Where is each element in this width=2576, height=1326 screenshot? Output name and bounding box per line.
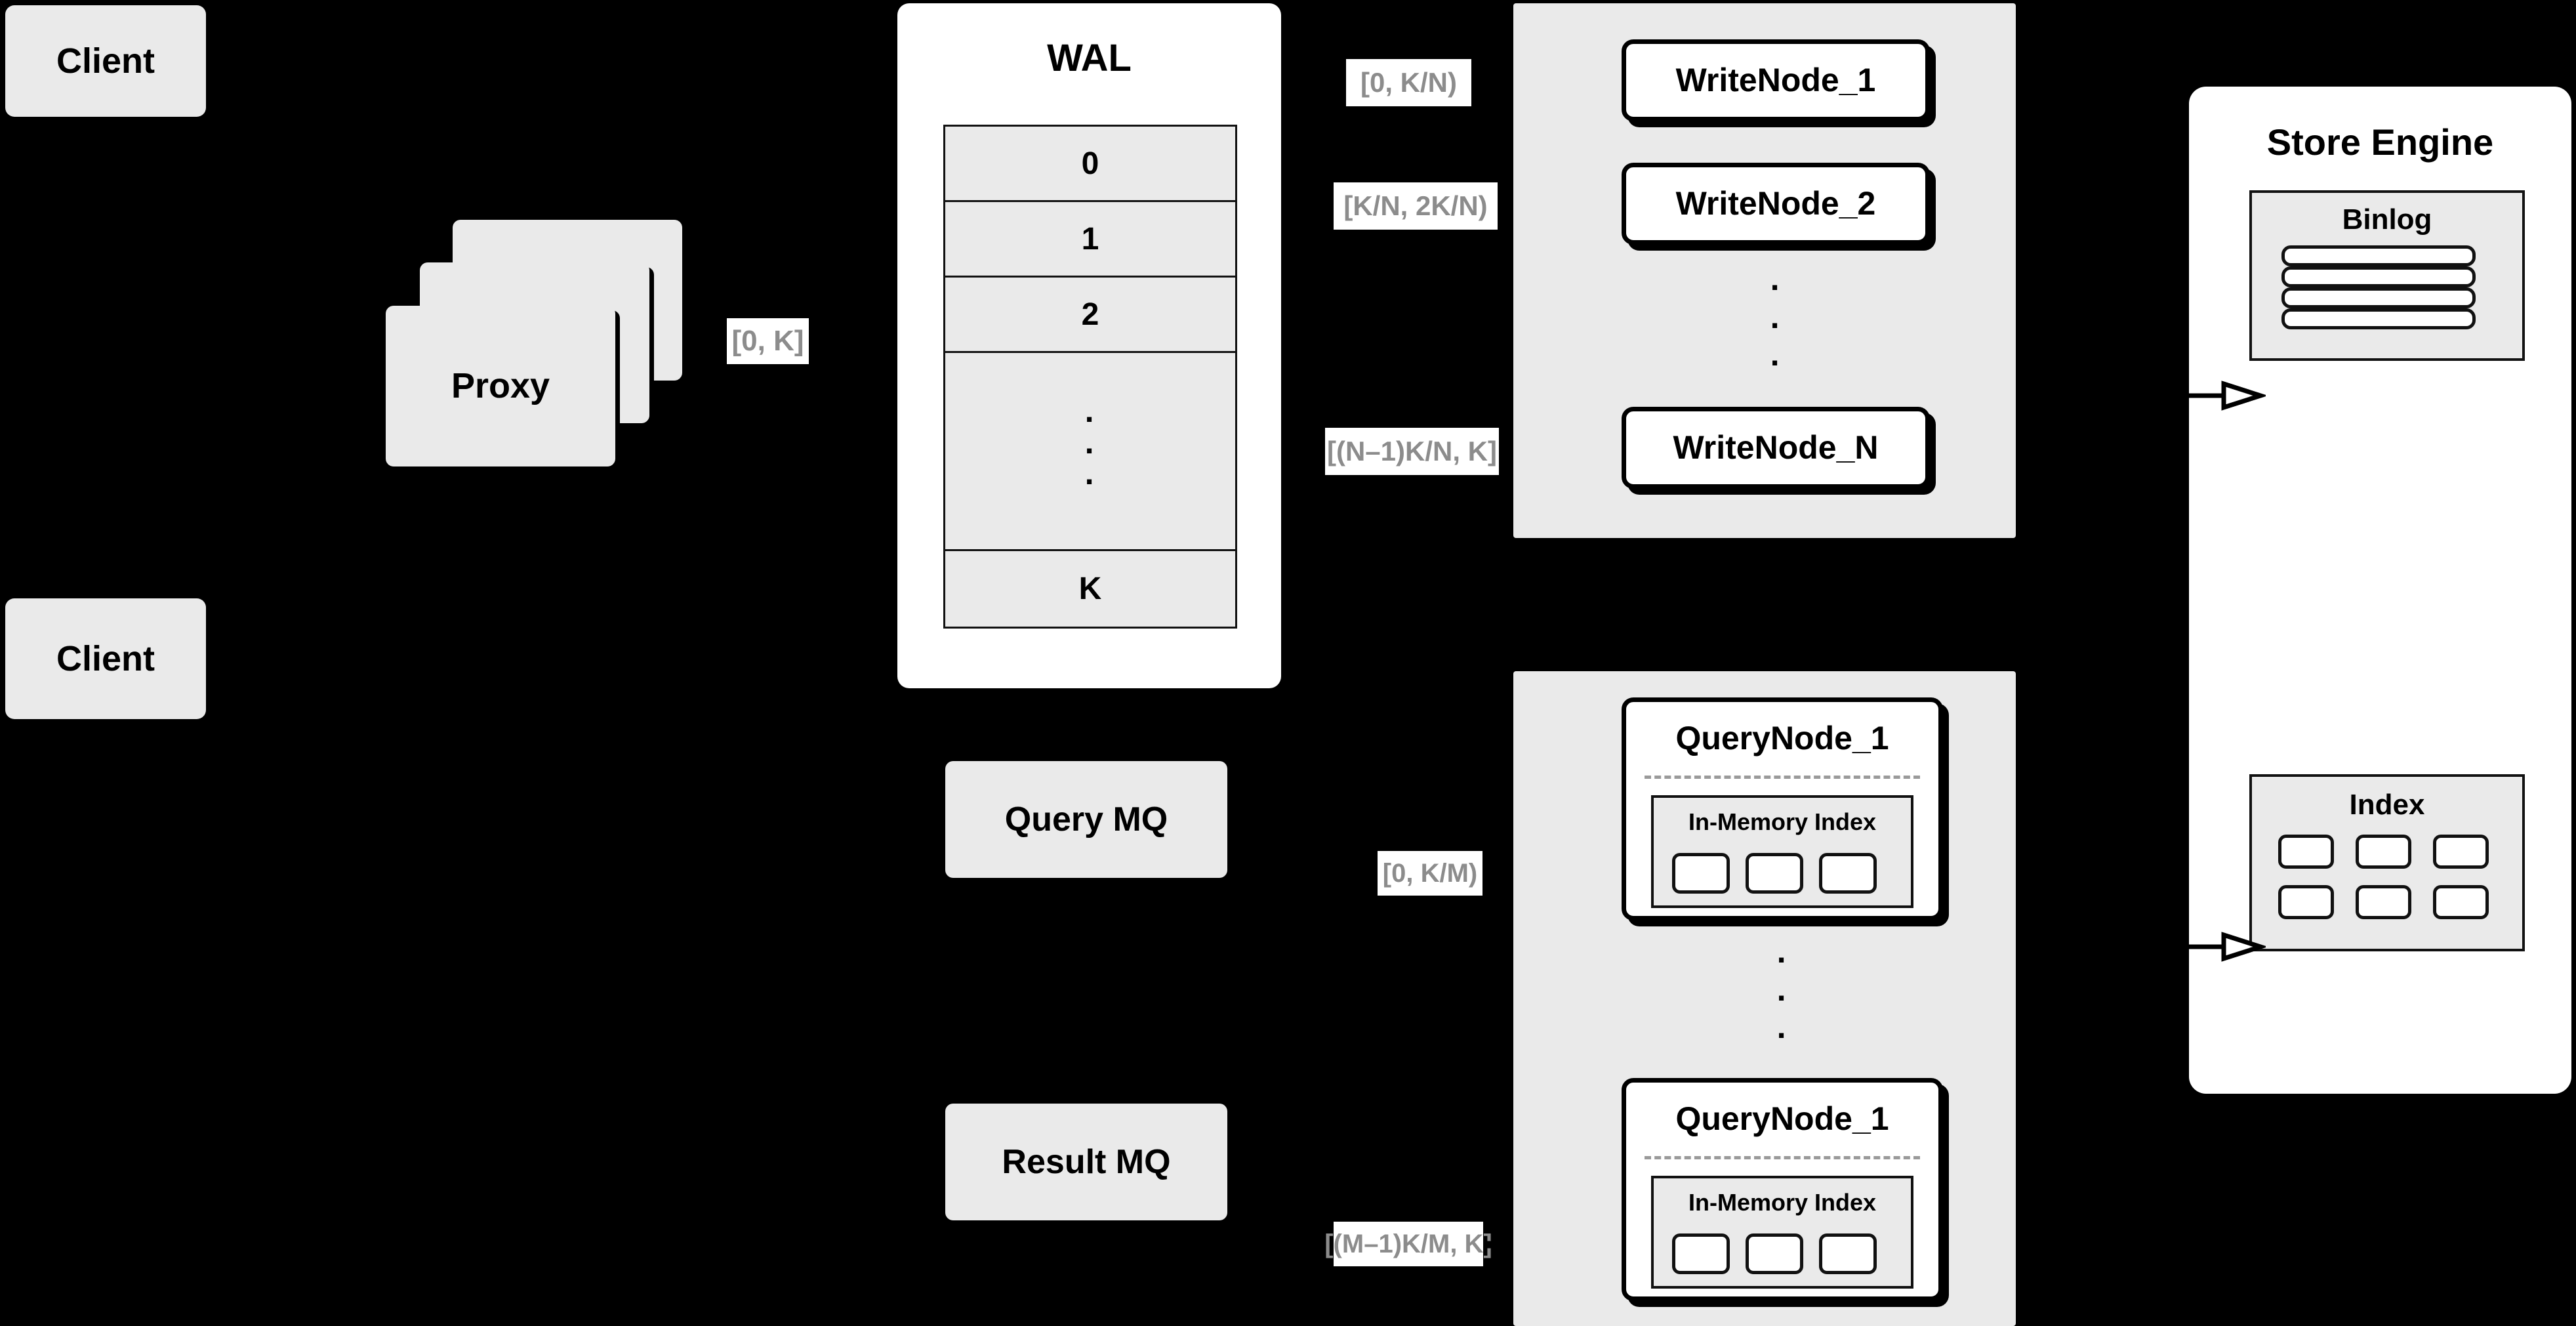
index-cell-3 <box>2433 835 2489 869</box>
query-node-m[interactable]: QueryNode_1 In-Memory Index <box>1622 1078 1943 1301</box>
wal-entry-k: K <box>943 551 1237 629</box>
write-node-1-label: WriteNode_1 <box>1675 62 1876 99</box>
query-node-m-index-slot-1 <box>1672 1233 1730 1274</box>
query-node-1-divider <box>1645 776 1920 779</box>
arrow-to-index <box>2187 932 2268 962</box>
store-engine-panel: Store Engine Binlog Index <box>2189 87 2571 1094</box>
query-node-m-index-title: In-Memory Index <box>1688 1189 1877 1216</box>
wal-entry-2: 2 <box>943 278 1237 353</box>
write-node-1[interactable]: WriteNode_1 <box>1622 39 1930 121</box>
arrow-to-binlog <box>2187 381 2268 411</box>
client-node-1-label: Client <box>56 41 155 81</box>
edge-label-mq-to-querynode-m: [(M–1)K/M, K] <box>1324 1222 1492 1266</box>
binlog-title: Binlog <box>2342 203 2432 236</box>
edge-label-wal-to-writenode-1: [0, K/N) <box>1346 59 1471 106</box>
write-node-n-label: WriteNode_N <box>1673 429 1879 466</box>
query-node-1[interactable]: QueryNode_1 In-Memory Index <box>1622 697 1943 921</box>
write-node-2[interactable]: WriteNode_2 <box>1622 163 1930 245</box>
query-node-1-index-slot-1 <box>1672 853 1730 894</box>
wal-panel: WAL 0 1 2 · · · K <box>897 3 1281 688</box>
query-node-m-in-memory-index: In-Memory Index <box>1651 1176 1913 1289</box>
wal-entry-ellipsis: · · · <box>943 353 1237 551</box>
binlog-row-1 <box>2281 245 2476 266</box>
edge-label-mq-to-querynode-1: [0, K/M) <box>1378 851 1482 896</box>
query-mq-label: Query MQ <box>1004 800 1168 839</box>
binlog-row-3 <box>2281 287 2476 308</box>
proxy-node[interactable]: Proxy <box>386 306 615 466</box>
store-engine-title: Store Engine <box>2266 121 2494 163</box>
query-node-1-index-slot-3 <box>1819 853 1877 894</box>
wal-entry-1: 1 <box>943 202 1237 278</box>
client-node-1[interactable]: Client <box>5 5 206 117</box>
query-cluster-ellipsis: · · · <box>1776 942 1788 1054</box>
index-cell-1 <box>2278 835 2334 869</box>
binlog-row-4 <box>2281 308 2476 329</box>
query-node-m-index-slot-3 <box>1819 1233 1877 1274</box>
edge-label-wal-to-writenode-2: [K/N, 2K/N) <box>1334 182 1498 230</box>
index-cell-5 <box>2356 885 2411 919</box>
index-cell-6 <box>2433 885 2489 919</box>
query-node-1-in-memory-index: In-Memory Index <box>1651 795 1913 908</box>
query-node-1-index-title: In-Memory Index <box>1688 808 1877 835</box>
result-mq-label: Result MQ <box>1002 1142 1171 1181</box>
binlog-box: Binlog <box>2249 190 2525 361</box>
index-title: Index <box>2349 789 2425 821</box>
index-cell-4 <box>2278 885 2334 919</box>
client-node-2[interactable]: Client <box>5 598 206 719</box>
wal-entry-0: 0 <box>943 125 1237 202</box>
query-node-m-divider <box>1645 1156 1920 1159</box>
query-node-m-label: QueryNode_1 <box>1675 1100 1889 1137</box>
binlog-row-2 <box>2281 266 2476 287</box>
write-cluster-ellipsis: · · · <box>1770 269 1782 381</box>
query-mq[interactable]: Query MQ <box>945 761 1227 878</box>
client-node-2-label: Client <box>56 638 155 678</box>
write-node-cluster: WriteNode_1 WriteNode_2 · · · WriteNode_… <box>1513 3 2016 538</box>
wal-title: WAL <box>1047 37 1132 79</box>
edge-label-wal-to-writenode-n: [(N–1)K/N, K] <box>1325 428 1499 475</box>
query-node-m-index-slot-2 <box>1746 1233 1803 1274</box>
edge-label-proxy-to-wal: [0, K] <box>727 318 809 364</box>
write-node-n[interactable]: WriteNode_N <box>1622 407 1930 489</box>
index-box: Index <box>2249 774 2525 951</box>
query-node-1-index-slot-2 <box>1746 853 1803 894</box>
query-node-cluster: QueryNode_1 In-Memory Index · · · QueryN… <box>1513 671 2016 1326</box>
write-node-2-label: WriteNode_2 <box>1675 185 1876 222</box>
wal-ellipsis-dots: · · · <box>1084 401 1096 501</box>
index-cell-2 <box>2356 835 2411 869</box>
proxy-node-label: Proxy <box>451 366 550 406</box>
query-node-1-label: QueryNode_1 <box>1675 720 1889 756</box>
result-mq[interactable]: Result MQ <box>945 1104 1227 1220</box>
